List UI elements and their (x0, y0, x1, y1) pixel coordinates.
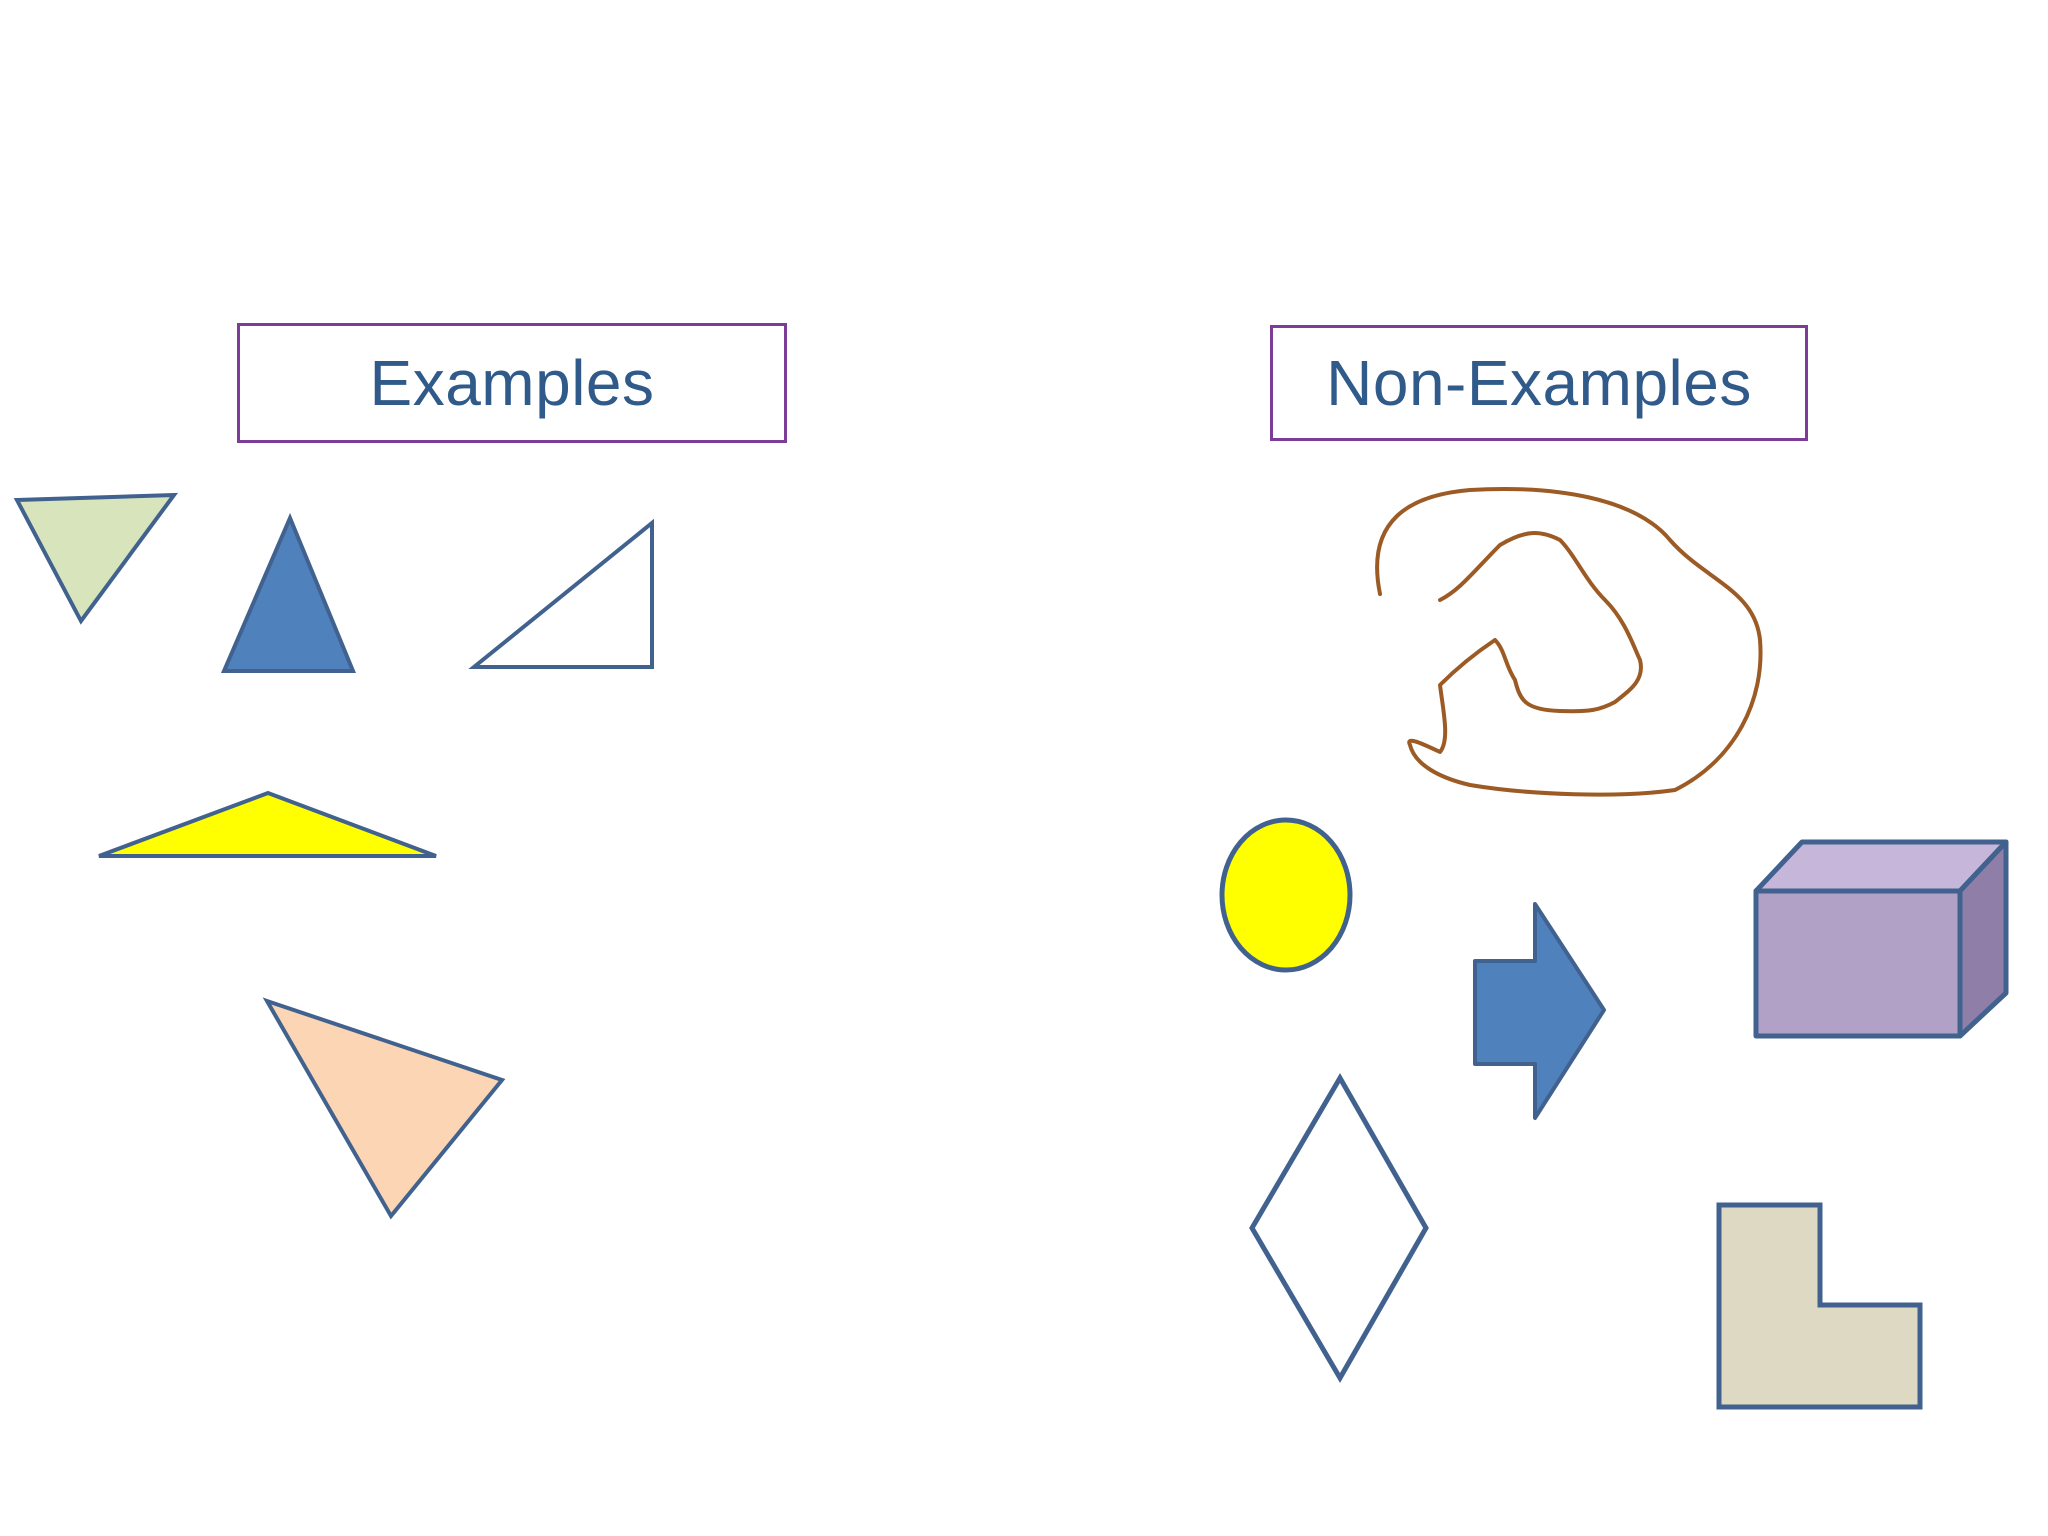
yellow-triangle (98, 790, 437, 858)
blue-arrow (1473, 902, 1606, 1120)
yellow-circle (1219, 817, 1353, 973)
purple-cube (1753, 839, 2009, 1039)
examples-heading-text: Examples (369, 347, 655, 419)
white-right-triangle (468, 518, 654, 669)
blue-triangle (220, 512, 356, 673)
non-examples-heading-text: Non-Examples (1326, 347, 1752, 419)
white-rhombus (1249, 1073, 1429, 1383)
open-curve (1375, 486, 1763, 797)
non-examples-heading: Non-Examples (1270, 325, 1808, 441)
cube-front-face (1753, 888, 1963, 1039)
non-examples-group (1219, 486, 2009, 1410)
light-green-triangle (13, 492, 179, 625)
examples-group (13, 492, 654, 1220)
beige-l-shape (1716, 1202, 1923, 1410)
peach-triangle (262, 997, 506, 1220)
examples-heading: Examples (237, 323, 787, 443)
